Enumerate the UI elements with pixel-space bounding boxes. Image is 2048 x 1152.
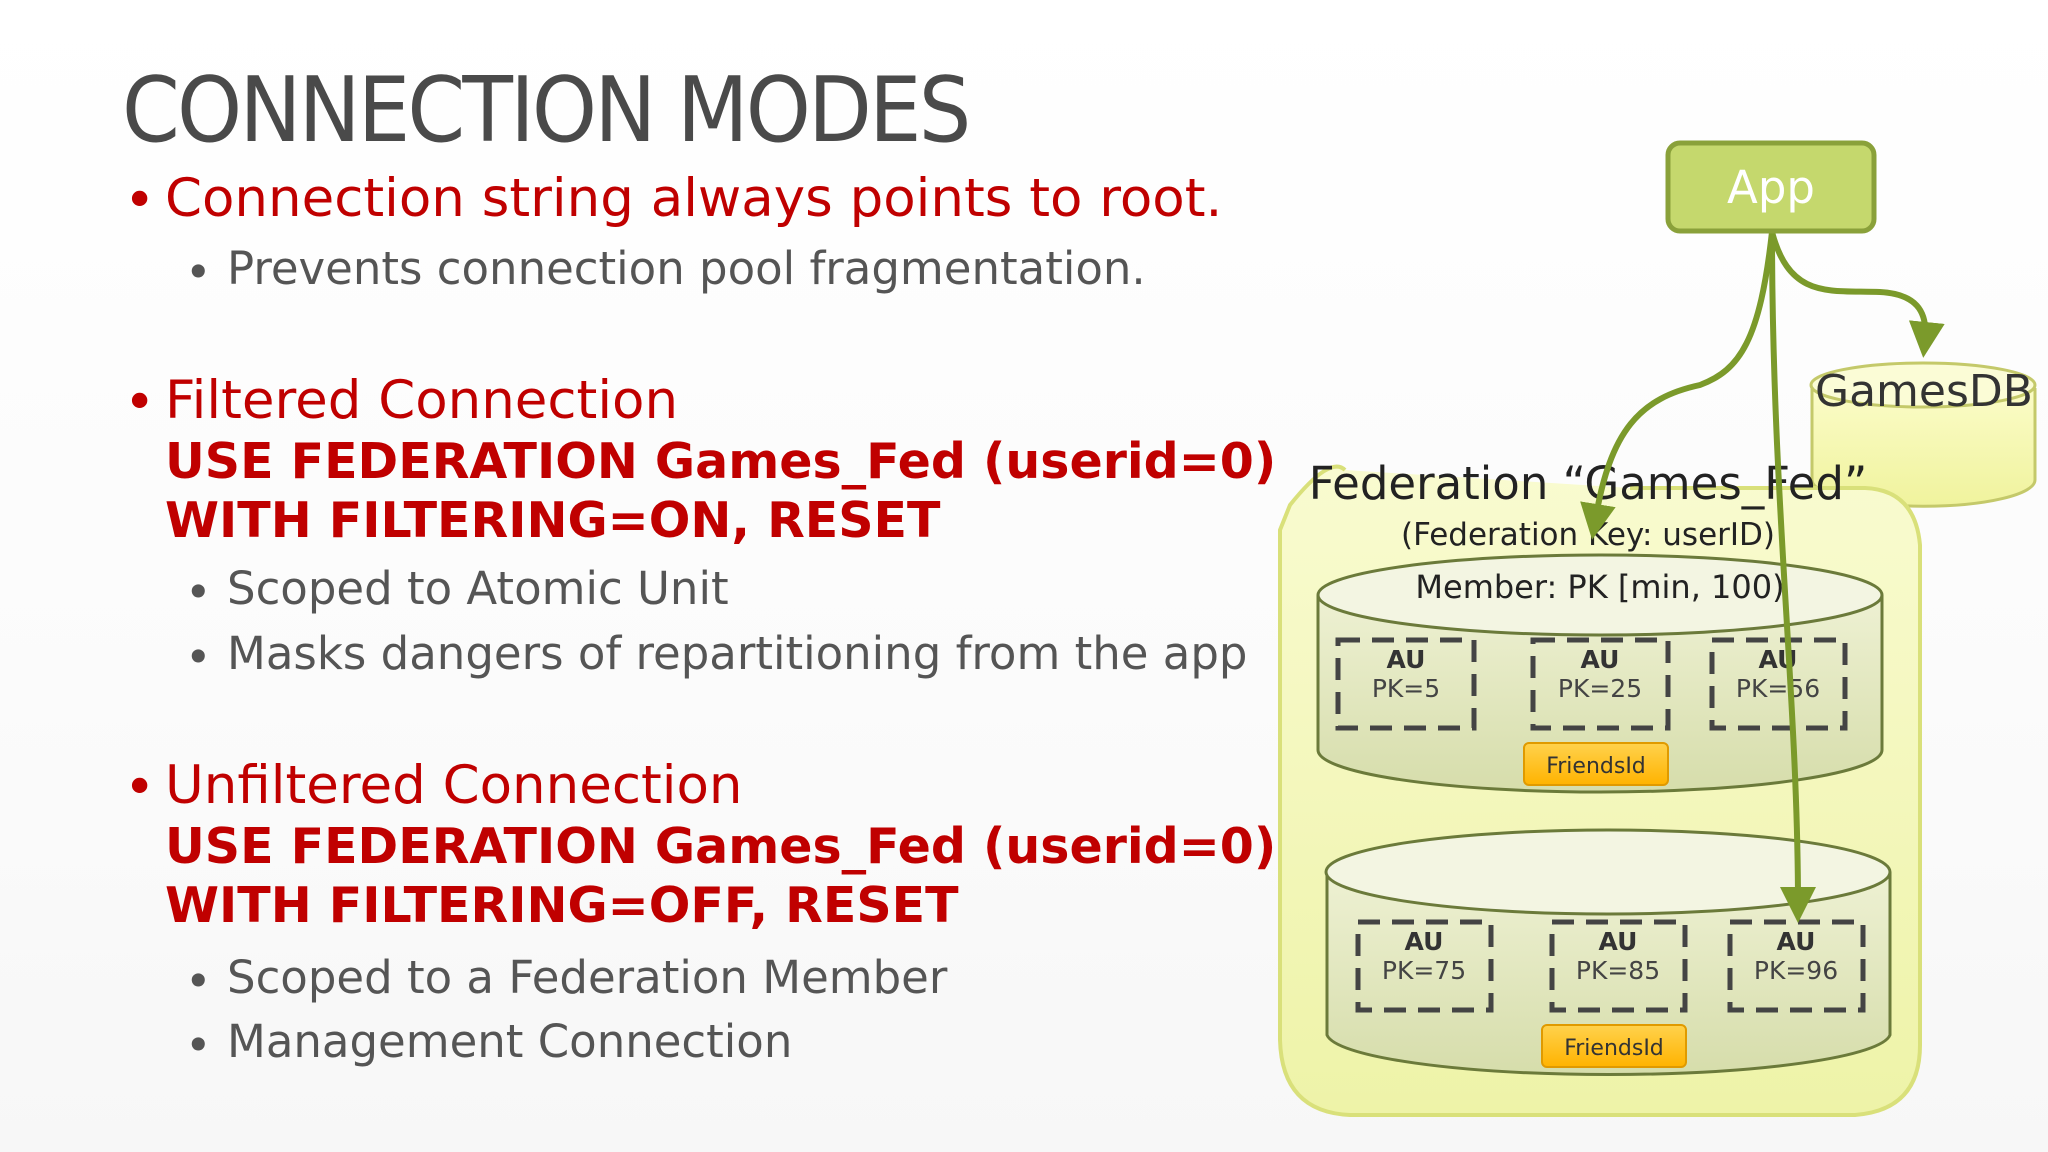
section-2-sub-2: Masks dangers of repartitioning from the… (227, 627, 1248, 680)
au-pk-label: PK=75 (1382, 956, 1466, 985)
bullet-dot: • (124, 757, 156, 818)
au-label: AU (1405, 927, 1444, 956)
section-2-code-line-2: WITH FILTERING=ON, RESET (165, 492, 941, 549)
au-pk-label: PK=85 (1576, 956, 1660, 985)
member-label: Member: PK [min, 100) (1415, 568, 1784, 606)
atomic-unit-box (1727, 919, 1866, 1013)
atomic-unit-box (1709, 637, 1848, 731)
bullet-dot: • (185, 566, 212, 619)
friendsid-label: FriendsId (1564, 1036, 1664, 1061)
au-label: AU (1599, 927, 1638, 956)
atomic-unit-box (1549, 919, 1688, 1013)
section-3-code-line-2: WITH FILTERING=OFF, RESET (165, 877, 959, 934)
section-3-heading: Unfiltered Connection (165, 755, 743, 816)
federation-member-1 (1316, 553, 1884, 794)
bullet-dot: • (124, 372, 156, 433)
slide-title: CONNECTION MODES (122, 58, 971, 163)
bullet-dot: • (124, 170, 156, 231)
bullet-dot: • (185, 246, 212, 299)
au-pk-label: PK=96 (1754, 956, 1838, 985)
friendsid-label: FriendsId (1546, 754, 1646, 779)
au-pk-label: PK=25 (1558, 674, 1642, 703)
atomic-unit-box (1335, 637, 1477, 731)
section-3-sub-2: Management Connection (227, 1015, 793, 1068)
app-box (1665, 140, 1877, 234)
connection-arrows (1580, 229, 1945, 923)
au-pk-label: PK=5 (1372, 674, 1440, 703)
bullet-dot: • (185, 955, 212, 1008)
au-pk-label: PK=56 (1736, 674, 1820, 703)
federation-title: Federation “Games_Fed” (1309, 457, 1868, 510)
friendsid-table (1523, 742, 1669, 786)
section-1-sub-1: Prevents connection pool fragmentation. (227, 242, 1146, 295)
section-3-code-line-1: USE FEDERATION Games_Fed (userid=0) (165, 818, 1277, 875)
friendsid-table (1541, 1024, 1687, 1068)
app-label: App (1727, 161, 1815, 214)
bullet-dot: • (185, 1019, 212, 1072)
atomic-unit-box (1530, 637, 1671, 731)
au-label: AU (1387, 645, 1426, 674)
section-2-code-line-1: USE FEDERATION Games_Fed (userid=0) (165, 433, 1277, 490)
section-3-sub-1: Scoped to a Federation Member (227, 951, 948, 1004)
section-2-sub-1: Scoped to Atomic Unit (227, 562, 729, 615)
bullet-dot: • (185, 631, 212, 684)
au-label: AU (1581, 645, 1620, 674)
section-2-heading: Filtered Connection (165, 370, 679, 431)
section-1-heading: Connection string always points to root. (165, 168, 1223, 229)
atomic-unit-box (1355, 919, 1494, 1013)
au-label: AU (1777, 927, 1816, 956)
federation-key: (Federation Key: userID) (1401, 517, 1775, 553)
gamesdb-label: GamesDB (1815, 366, 2033, 417)
